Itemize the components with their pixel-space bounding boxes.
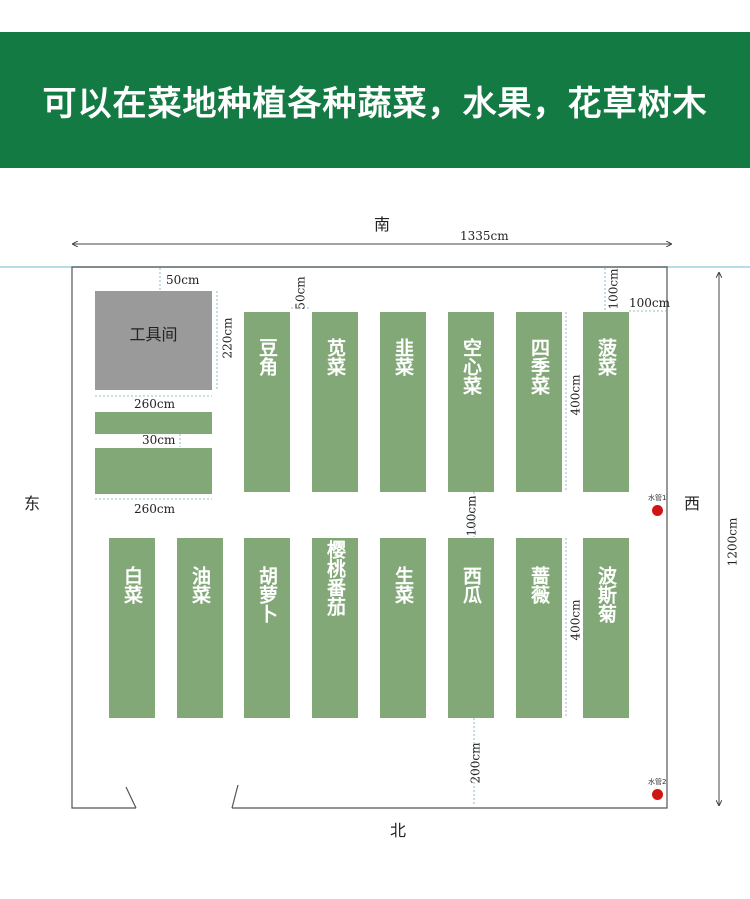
total-height-label: 1200cm [725, 517, 740, 567]
bed-label: 油菜 [189, 566, 211, 604]
strip-width-label: 260cm [134, 502, 176, 516]
bed-label: 蔷薇 [528, 566, 550, 604]
bed-label: 豆角 [256, 338, 278, 376]
direction-south: 南 [374, 215, 391, 234]
bed-label: 韭菜 [392, 338, 414, 376]
bed-bottom-3: 胡萝卜 [244, 538, 290, 718]
bed-bottom-4: 樱桃番茄 [312, 538, 358, 718]
direction-west: 西 [684, 494, 701, 513]
bed-label: 苋菜 [324, 338, 346, 376]
bed-bottom-5: 生菜 [380, 538, 426, 718]
bed-height-bottom-label: 400cm [568, 599, 583, 641]
direction-east: 东 [24, 494, 41, 513]
bed-top-5: 四季菜 [516, 312, 562, 492]
right-top-margin-label: 100cm [606, 268, 621, 310]
bed-label: 胡萝卜 [256, 566, 278, 623]
bed-bottom-7: 蔷薇 [516, 538, 562, 718]
title-banner: 可以在菜地种植各种蔬菜，水果，花草树木 [0, 32, 750, 168]
tool-room-height-label: 220cm [220, 317, 235, 359]
bed-label: 生菜 [392, 566, 414, 604]
bed-top-3: 韭菜 [380, 312, 426, 492]
boundary-wall [71, 266, 668, 809]
bed-label: 菠菜 [595, 338, 617, 376]
storage-strip-bottom [95, 448, 212, 494]
bed-label: 西瓜 [460, 566, 482, 604]
total-width-label: 1335cm [460, 229, 509, 243]
bed-gap-label: 50cm [293, 276, 308, 310]
water-pipe-1-label: 水管1 [648, 494, 667, 502]
bed-top-4: 空心菜 [448, 312, 494, 492]
bed-bottom-8: 波斯菊 [583, 538, 629, 718]
bed-label: 白菜 [121, 566, 143, 604]
bed-top-6: 菠菜 [583, 312, 629, 492]
page-title: 可以在菜地种植各种蔬菜，水果，花草树木 [42, 83, 708, 124]
bed-label: 波斯菊 [595, 566, 617, 623]
bed-height-top-label: 400cm [568, 374, 583, 416]
bottom-margin-label: 200cm [468, 742, 483, 784]
bed-bottom-2: 油菜 [177, 538, 223, 718]
water-pipe-2-icon [652, 789, 663, 800]
bed-label: 空心菜 [460, 338, 482, 395]
direction-north: 北 [390, 821, 407, 840]
water-pipe-2-label: 水管2 [648, 778, 667, 786]
strip-gap-label: 30cm [142, 433, 176, 447]
tool-room: 工具间 [95, 291, 212, 390]
gate-right [231, 784, 239, 809]
tool-room-width-label: 260cm [134, 397, 176, 411]
water-pipe-1-icon [652, 505, 663, 516]
bed-top-2: 苋菜 [312, 312, 358, 492]
bed-top-1: 豆角 [244, 312, 290, 492]
top-margin-label: 50cm [166, 273, 200, 287]
bed-bottom-6: 西瓜 [448, 538, 494, 718]
tool-room-label: 工具间 [129, 324, 178, 344]
gate-left [125, 786, 137, 809]
storage-strip-top [95, 412, 212, 434]
right-margin-label: 100cm [629, 296, 671, 310]
row-gap-label: 100cm [464, 495, 479, 537]
bed-bottom-1: 白菜 [109, 538, 155, 718]
bed-label: 四季菜 [528, 338, 550, 395]
bed-label: 樱桃番茄 [324, 540, 346, 616]
